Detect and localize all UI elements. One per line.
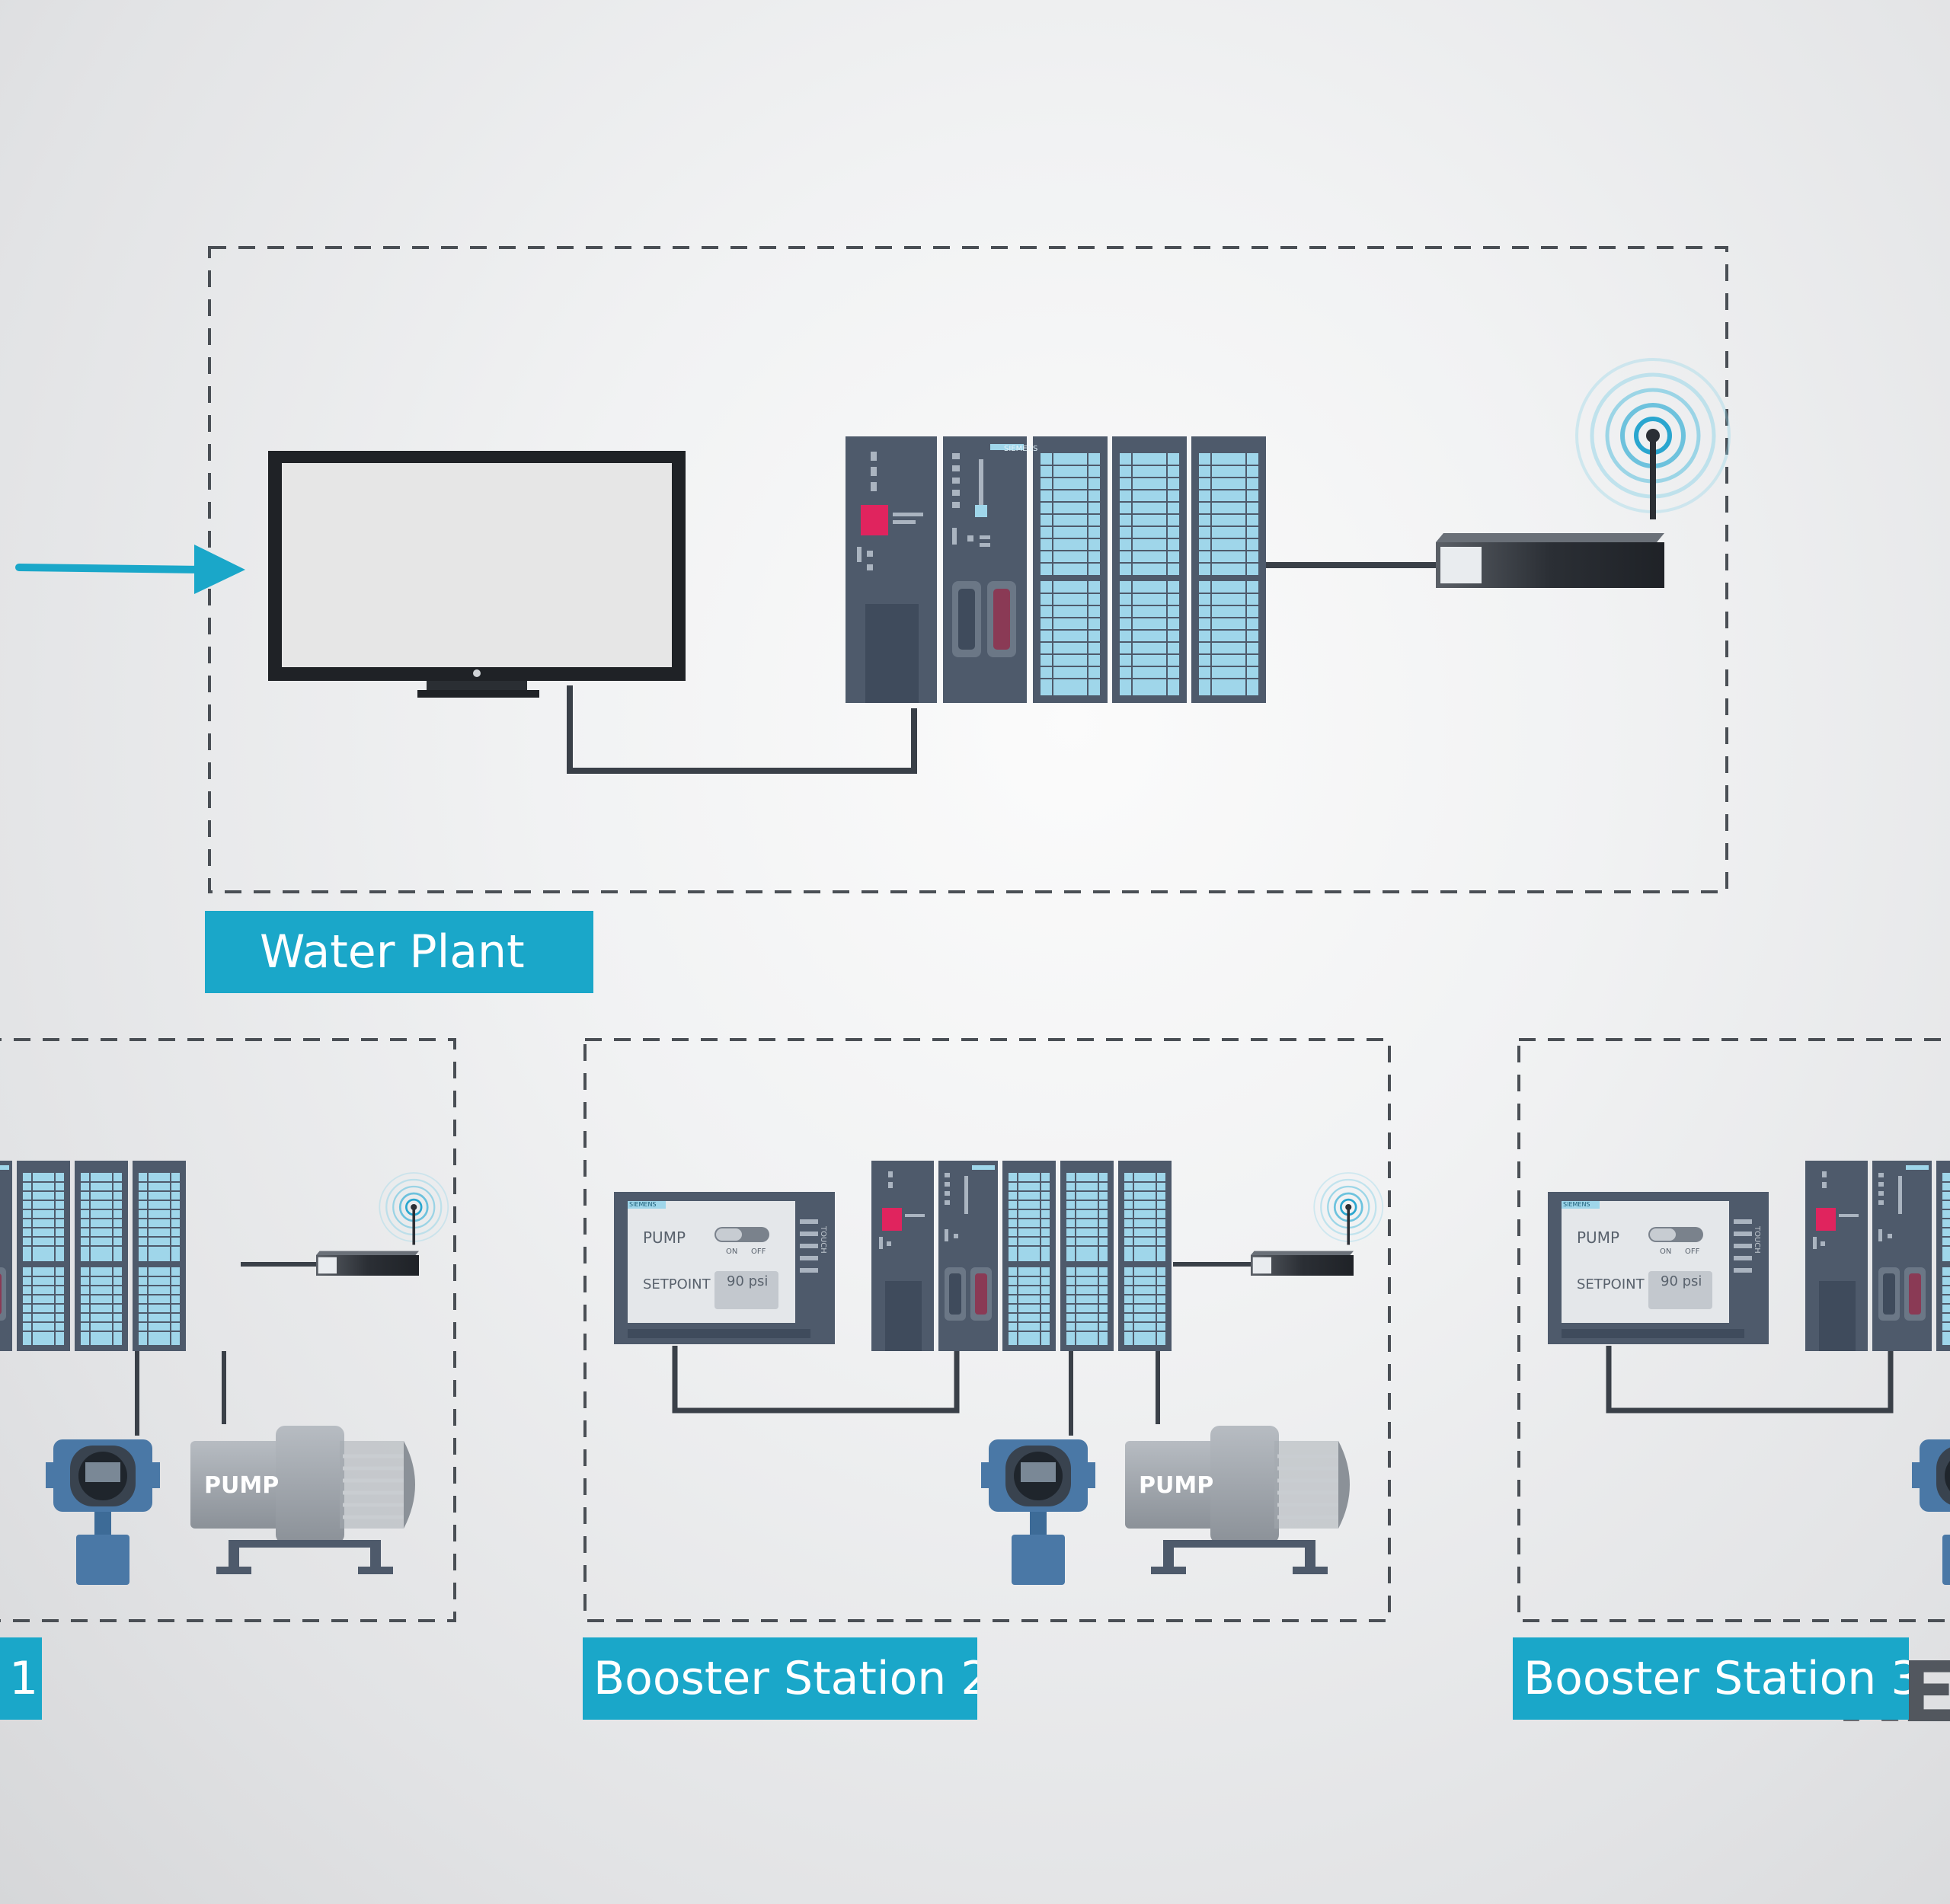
station-2-pressure-transmitter <box>981 1439 1095 1585</box>
booster-station-2-label: Booster Station 2 <box>583 1637 977 1720</box>
station-3-hmi-panel <box>1548 1192 1769 1344</box>
station-2-plc-rack <box>871 1161 1172 1351</box>
station-1-boundary <box>0 1038 456 1622</box>
station-3-hmi-off-label: OFF <box>1685 1248 1700 1256</box>
station-1-plc-rack <box>0 1161 186 1351</box>
station-2-hmi-off-label: OFF <box>751 1248 766 1256</box>
booster-station-3-label: Booster Station 3 <box>1513 1637 1909 1720</box>
station-3-hmi-brand: SIEMENS <box>1563 1201 1590 1208</box>
station-1-pump-label: PUMP <box>204 1472 279 1499</box>
station-2-hmi-side-label: TOUCH <box>819 1225 827 1254</box>
station-3-hmi-setpoint-value: 90 psi <box>1661 1273 1702 1289</box>
station-2-hmi-setpoint-value: 90 psi <box>727 1273 768 1289</box>
plc-brand-label: SIEMENS <box>1004 445 1037 453</box>
scada-monitor <box>268 451 686 698</box>
plant-plc-rack <box>846 436 1266 703</box>
station-3-boundary <box>1517 1038 1950 1622</box>
station-3-hmi-on-label: ON <box>1660 1248 1671 1256</box>
station-2-wireless-router <box>1249 1171 1385 1277</box>
monitor-plc-cable <box>567 685 917 774</box>
water-plant-zone: SIEMENS <box>15 246 1729 893</box>
booster-station-3-zone: SIEMENS PUMP ON OFF SETPOINT 90 psi TOUC… <box>1517 1038 1950 1622</box>
station-3-pressure-transmitter <box>1912 1439 1950 1585</box>
station-2-pump-label: PUMP <box>1139 1472 1213 1499</box>
station-2-hmi-pump-label: PUMP <box>643 1228 686 1247</box>
station-3-hmi-setpoint-label: SETPOINT <box>1577 1276 1645 1292</box>
station-1-pump <box>190 1426 415 1574</box>
station-2-hmi-cable <box>672 1346 960 1414</box>
station-2-hmi-on-label: ON <box>726 1248 737 1256</box>
booster-station-2-zone: SIEMENS PUMP ON OFF SETPOINT 90 psi TOUC… <box>583 1038 1391 1622</box>
plant-wireless-router <box>1436 359 1729 588</box>
station-1-wireless-router <box>315 1171 450 1277</box>
station-2-hmi-brand: SIEMENS <box>629 1201 657 1208</box>
booster-station-1-zone: PUMP <box>0 1038 456 1622</box>
station-3-hmi-cable <box>1606 1346 1894 1414</box>
station-2-hmi-panel <box>614 1192 835 1344</box>
booster-station-1-label: 1 <box>0 1637 42 1720</box>
station-1-pressure-transmitter <box>46 1439 160 1585</box>
incoming-arrow-icon <box>15 545 245 594</box>
station-3-plc-rack <box>1805 1161 1950 1351</box>
station-2-pump <box>1125 1426 1350 1574</box>
station-2-hmi-setpoint-label: SETPOINT <box>643 1276 711 1292</box>
water-plant-label: Water Plant <box>205 911 593 993</box>
station-3-hmi-side-label: TOUCH <box>1753 1225 1761 1254</box>
station-3-hmi-pump-label: PUMP <box>1577 1228 1619 1247</box>
